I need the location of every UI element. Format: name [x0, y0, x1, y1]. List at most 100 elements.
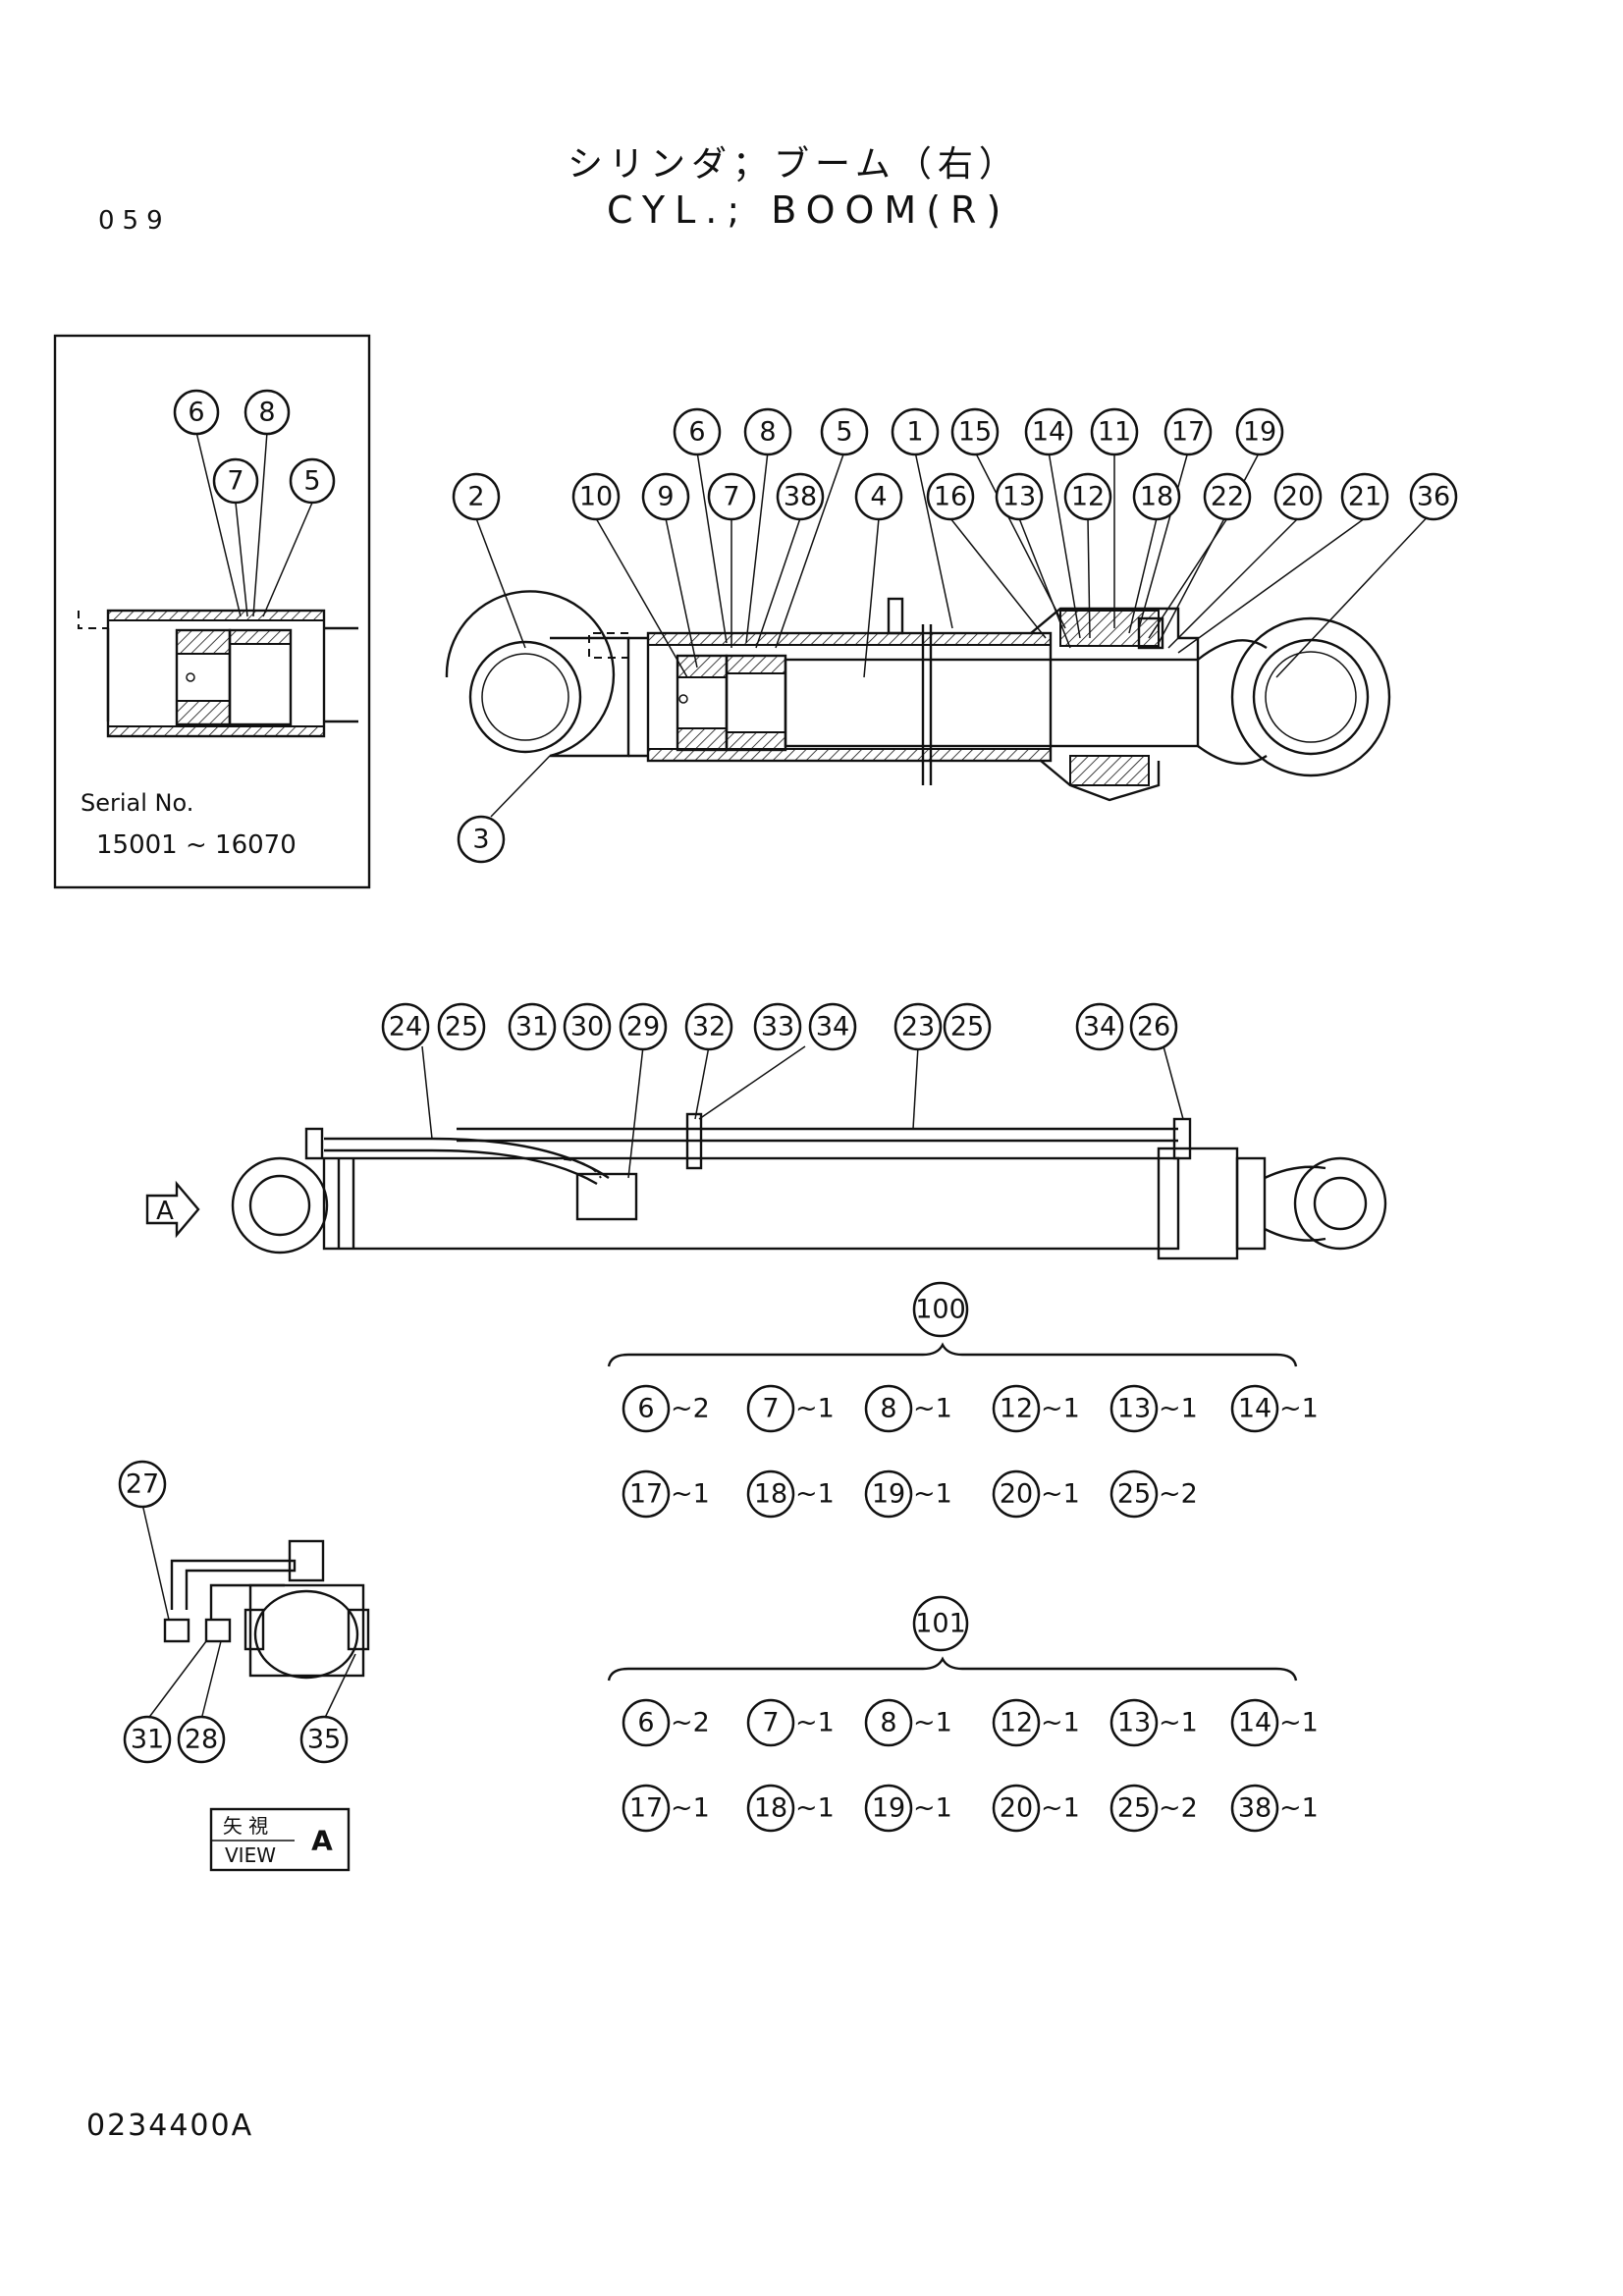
svg-text:16: 16	[934, 482, 967, 512]
side-callout-29: 29	[619, 1002, 668, 1051]
svg-text:17: 17	[1171, 417, 1205, 448]
kit-part-qty: ~1	[795, 1479, 835, 1510]
cylinder-side-view	[145, 1045, 1387, 1260]
kit-part-qty: ~1	[913, 1479, 952, 1510]
section-callout-11: 11	[1090, 407, 1139, 456]
svg-text:34: 34	[1083, 1012, 1116, 1042]
section-callout-38: 38	[776, 472, 825, 521]
section-callout-8: 8	[743, 407, 792, 456]
svg-text:4: 4	[870, 482, 887, 512]
drawing-number: 0234400A	[86, 2109, 254, 2143]
kit-part-number: 6	[637, 1708, 654, 1738]
kit-part-number: 7	[762, 1708, 779, 1738]
kit-100-part-25: 25	[1109, 1469, 1159, 1519]
kit-part-qty: ~1	[795, 1793, 835, 1824]
section-callout-6: 6	[673, 407, 722, 456]
svg-text:3: 3	[472, 825, 489, 855]
svg-text:11: 11	[1098, 417, 1131, 448]
kit-100-part-13: 13	[1109, 1384, 1159, 1433]
svg-text:23: 23	[901, 1012, 935, 1042]
side-callout-30: 30	[563, 1002, 612, 1051]
svg-text:5: 5	[303, 466, 320, 497]
kit-part-qty: ~2	[671, 1708, 710, 1738]
kit-part-qty: ~1	[1279, 1793, 1319, 1824]
section-callout-2: 2	[452, 472, 501, 521]
cylinder-section-view	[445, 451, 1434, 818]
section-callout-21: 21	[1340, 472, 1389, 521]
kit-100-part-14: 14	[1230, 1384, 1279, 1433]
section-callout-14: 14	[1024, 407, 1073, 456]
side-callout-25: 25	[437, 1002, 486, 1051]
side-callout-32: 32	[684, 1002, 733, 1051]
kit-100-part-19: 19	[864, 1469, 913, 1519]
svg-text:21: 21	[1348, 482, 1381, 512]
section-callout-20: 20	[1273, 472, 1323, 521]
kit-part-number: 12	[1000, 1708, 1033, 1738]
kit-part-number: 13	[1117, 1708, 1151, 1738]
svg-text:29: 29	[626, 1012, 660, 1042]
kit-101-part-14: 14	[1230, 1698, 1279, 1747]
section-callout-3: 3	[457, 815, 506, 864]
kit-part-qty: ~1	[1041, 1708, 1080, 1738]
side-callout-34b: 34	[1075, 1002, 1124, 1051]
svg-text:27: 27	[126, 1469, 159, 1500]
svg-text:5: 5	[836, 417, 852, 448]
section-callout-15: 15	[950, 407, 1000, 456]
side-callout-34a: 34	[808, 1002, 857, 1051]
section-callout-18: 18	[1132, 472, 1181, 521]
title-english: CYL.; BOOM(R)	[607, 188, 1011, 232]
kit-part-qty: ~1	[913, 1394, 952, 1424]
kit-part-number: 17	[629, 1479, 663, 1510]
view-a-label-letter: A	[311, 1825, 333, 1857]
kit-part-qty: ~1	[795, 1394, 835, 1424]
svg-text:6: 6	[188, 398, 204, 428]
kit-part-number: 18	[754, 1793, 787, 1824]
title-japanese: シリンダ；ブーム（右）	[568, 144, 1020, 185]
kit-part-number: 19	[872, 1793, 905, 1824]
view-a-label-en: VIEW	[225, 1843, 276, 1867]
view-a-label-jp: 矢 視	[223, 1814, 268, 1838]
svg-text:8: 8	[258, 398, 275, 428]
svg-text:32: 32	[692, 1012, 726, 1042]
svg-text:38: 38	[784, 482, 817, 512]
kit-part-qty: ~1	[1159, 1394, 1198, 1424]
section-callout-12: 12	[1063, 472, 1112, 521]
kit-part-number: 38	[1238, 1793, 1271, 1824]
kit-part-qty: ~1	[913, 1793, 952, 1824]
svg-text:9: 9	[657, 482, 674, 512]
kit-101-part-13: 13	[1109, 1698, 1159, 1747]
kit-part-qty: ~1	[913, 1708, 952, 1738]
kit-part-qty: ~1	[1159, 1708, 1198, 1738]
svg-text:1: 1	[906, 417, 923, 448]
kit-part-qty: ~1	[1041, 1394, 1080, 1424]
kit-part-number: 6	[637, 1394, 654, 1424]
kit-100-part-7: 7	[746, 1384, 795, 1433]
svg-text:100: 100	[915, 1295, 966, 1325]
section-callout-19: 19	[1235, 407, 1284, 456]
view-a-callout-31: 31	[123, 1715, 172, 1764]
kit-part-number: 8	[880, 1394, 896, 1424]
side-callout-26: 26	[1129, 1002, 1178, 1051]
svg-text:15: 15	[958, 417, 992, 448]
kit-100-part-6: 6	[622, 1384, 671, 1433]
svg-text:6: 6	[688, 417, 705, 448]
kit-101-part-6: 6	[622, 1698, 671, 1747]
svg-text:35: 35	[307, 1725, 341, 1755]
kit-100-part-12: 12	[992, 1384, 1041, 1433]
side-callout-31: 31	[508, 1002, 557, 1051]
svg-text:19: 19	[1243, 417, 1276, 448]
kit-101-part-20: 20	[992, 1784, 1041, 1833]
kit-100-part-17: 17	[622, 1469, 671, 1519]
kit-part-qty: ~2	[671, 1394, 710, 1424]
section-callout-36: 36	[1409, 472, 1458, 521]
kit-part-number: 17	[629, 1793, 663, 1824]
kit-part-number: 25	[1117, 1479, 1151, 1510]
svg-text:10: 10	[579, 482, 613, 512]
kit-100	[607, 1342, 1298, 1367]
view-a-marker: A	[156, 1197, 174, 1226]
svg-text:7: 7	[227, 466, 243, 497]
svg-text:31: 31	[515, 1012, 549, 1042]
kit-part-number: 20	[1000, 1479, 1033, 1510]
kit-101	[607, 1656, 1298, 1682]
